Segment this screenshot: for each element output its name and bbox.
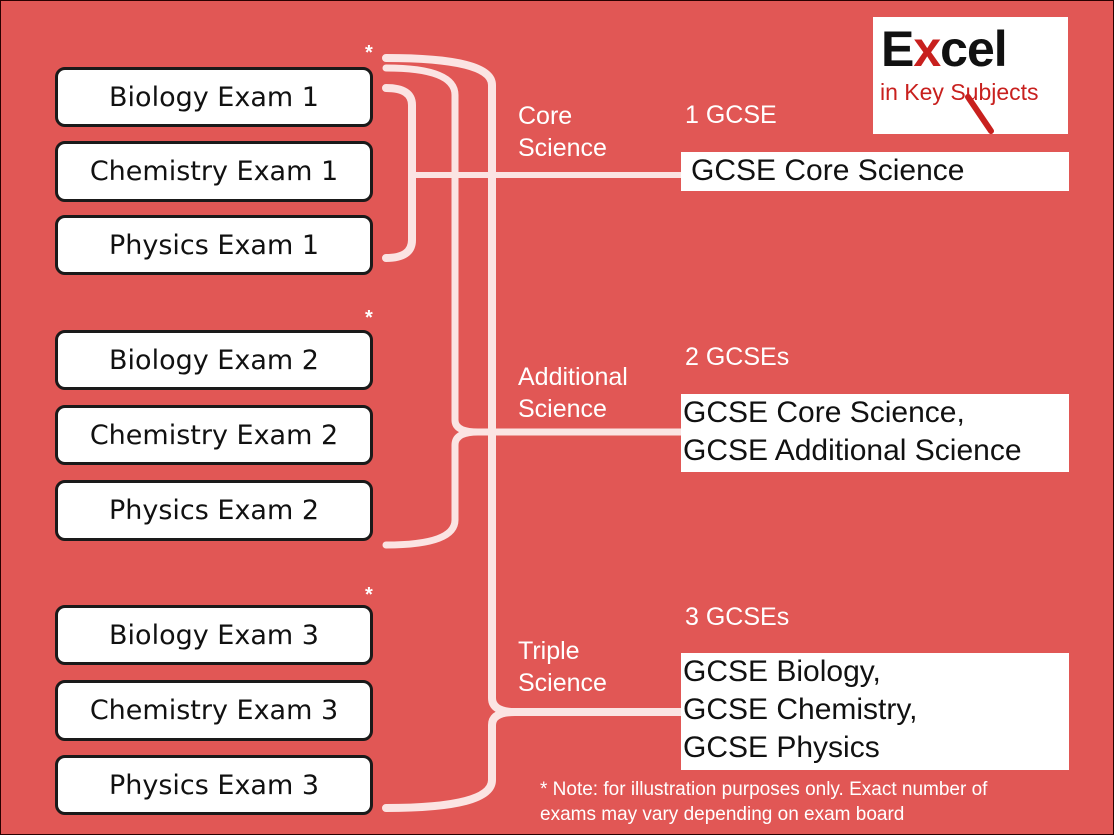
excel-logo: Excel in Key Subjects xyxy=(873,17,1068,134)
logo-letters-cel: cel xyxy=(940,21,1008,77)
footnote-line: exams may vary depending on exam board xyxy=(540,804,905,825)
exam-label: Physics Exam 3 xyxy=(108,769,320,801)
exam-box-physics-3: Physics Exam 3 xyxy=(55,755,373,815)
exam-box-physics-2: Physics Exam 2 xyxy=(55,480,373,541)
exam-label: Biology Exam 3 xyxy=(109,619,319,651)
exam-box-chemistry-3: Chemistry Exam 3 xyxy=(55,680,373,741)
route-label-additional: Additional Science xyxy=(518,361,628,425)
additional-bracket-bottom xyxy=(382,428,482,549)
exam-label: Biology Exam 1 xyxy=(109,81,319,113)
exam-box-chemistry-1: Chemistry Exam 1 xyxy=(55,141,373,202)
exam-box-biology-3: Biology Exam 3 xyxy=(55,605,373,665)
exam-label: Biology Exam 2 xyxy=(109,344,319,376)
result-line: GCSE Physics xyxy=(683,731,880,764)
asterisk-marker: * xyxy=(365,584,373,606)
result-box-triple: GCSE Biology, GCSE Chemistry, GCSE Physi… xyxy=(681,653,1069,770)
exam-label: Chemistry Exam 3 xyxy=(89,695,339,726)
exam-box-physics-1: Physics Exam 1 xyxy=(55,215,373,275)
result-box-core: GCSE Core Science xyxy=(681,152,1069,191)
exam-box-biology-1: Biology Exam 1 xyxy=(55,67,373,127)
asterisk-marker: * xyxy=(365,307,373,329)
logo-letter-e: E xyxy=(881,21,914,77)
result-line: GCSE Biology, xyxy=(683,655,881,688)
route-label-line: Triple xyxy=(518,637,580,665)
result-line: GCSE Core Science, xyxy=(683,396,965,429)
triple-bracket-bottom xyxy=(382,708,519,812)
logo-subtitle: in Key Subjects xyxy=(880,79,1039,105)
route-label-line: Additional xyxy=(518,363,628,391)
route-label-core: Core Science xyxy=(518,100,607,164)
exam-label: Physics Exam 2 xyxy=(108,495,320,526)
route-label-line: Science xyxy=(518,134,607,162)
route-label-line: Science xyxy=(518,395,607,423)
footnote-line: * Note: for illustration purposes only. … xyxy=(540,779,988,800)
logo-swoosh-icon xyxy=(965,94,994,134)
asterisk-marker: * xyxy=(365,42,373,64)
gcse-count-additional: 2 GCSEs xyxy=(685,343,790,371)
result-line: GCSE Chemistry, xyxy=(683,693,918,726)
route-label-line: Science xyxy=(518,669,607,697)
exam-label: Chemistry Exam 1 xyxy=(89,156,339,187)
logo-title: Excel xyxy=(881,19,1008,79)
exam-label: Physics Exam 1 xyxy=(108,229,320,261)
logo-letter-x: x xyxy=(913,21,941,77)
footnote: * Note: for illustration purposes only. … xyxy=(540,777,1100,827)
result-box-additional: GCSE Core Science, GCSE Additional Scien… xyxy=(681,394,1069,472)
route-label-line: Core xyxy=(518,102,573,130)
gcse-count-triple: 3 GCSEs xyxy=(685,603,790,631)
gcse-count-core: 1 GCSE xyxy=(685,101,777,129)
route-label-triple: Triple Science xyxy=(518,635,607,699)
exam-box-chemistry-2: Chemistry Exam 2 xyxy=(55,405,373,465)
result-line: GCSE Core Science xyxy=(691,154,965,187)
exam-label: Chemistry Exam 2 xyxy=(89,419,339,451)
core-bracket xyxy=(382,84,416,262)
exam-box-biology-2: Biology Exam 2 xyxy=(55,330,373,390)
result-line: GCSE Additional Science xyxy=(683,434,1022,467)
